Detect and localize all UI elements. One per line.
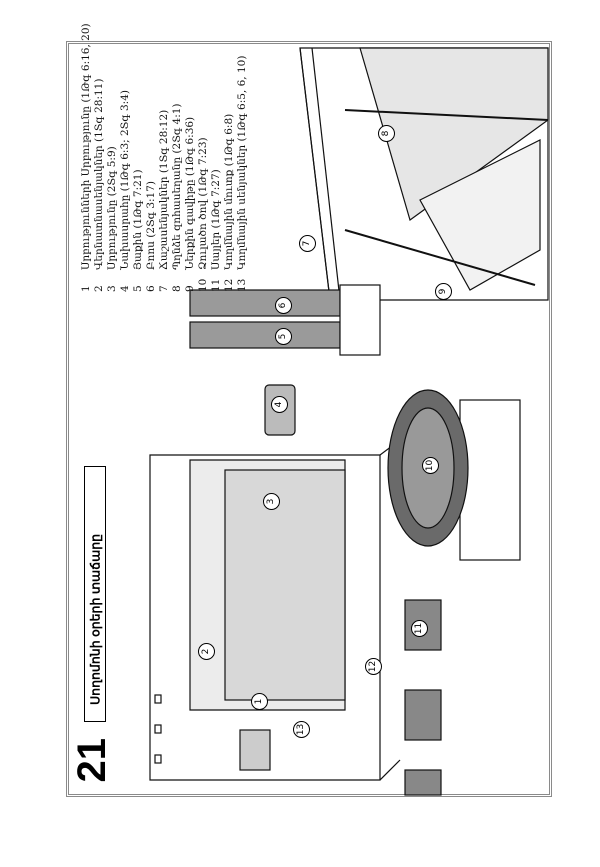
legend-item: 11Սայլեր (1Թգ 7:27) [210, 169, 222, 292]
legend-item: 9Ներքին գավիթը (1Թգ 6:36) [184, 116, 196, 292]
legend-item: 13Կողմնային սենյակներ (1Թգ 6:5, 6, 10) [236, 55, 248, 292]
marker-2: 2 [198, 643, 215, 660]
page-title: Սողոմոնի օրերի տաճարը [84, 466, 106, 722]
marker-6: 6 [275, 297, 292, 314]
legend-item: 3Սրբությունը (2Տգ 5:9) [106, 146, 118, 292]
marker-4: 4 [271, 396, 288, 413]
legend-item: 5Յաքին (1Թգ 7:21) [132, 169, 144, 292]
legend-item: 7Ճաշասենյակներ (1Տգ 28:12) [158, 109, 170, 292]
marker-7: 7 [299, 235, 316, 252]
altar-ramp [299, 47, 549, 301]
marker-12: 12 [365, 658, 382, 675]
marker-10: 10 [422, 457, 439, 474]
legend: 1Սրբությունների Սրբությունը (1Թգ 6:16, 2… [80, 23, 249, 292]
marker-8: 8 [378, 125, 395, 142]
legend-item: 10Ձուլածո ծով (1Թգ 7:23) [197, 137, 209, 292]
legend-item: 12Կողմնային մուտք (1Թգ 6:8) [223, 113, 235, 292]
molten-sea [387, 389, 521, 561]
marker-3: 3 [263, 493, 280, 510]
marker-13: 13 [293, 721, 310, 738]
marker-11: 11 [411, 620, 428, 637]
marker-9: 9 [435, 283, 452, 300]
legend-item: 8Պղնձե զոհասեղանը (2Տգ 4:1) [171, 103, 183, 292]
legend-item: 2Վերնատնասենյակներ (1Տգ 28:11) [93, 78, 105, 292]
page-number: 21 [70, 738, 114, 783]
pillars [189, 284, 381, 356]
temple-building [149, 384, 401, 781]
legend-item: 6Բոոս (2Տգ 3:17) [145, 180, 157, 292]
legend-item: 4Նախասրահը (1Թգ 6:3; 2Տգ 3:4) [119, 90, 131, 292]
marker-5: 5 [275, 328, 292, 345]
page-frame [66, 41, 552, 797]
legend-item: 1Սրբությունների Սրբությունը (1Թգ 6:16, 2… [80, 23, 92, 292]
marker-1: 1 [251, 693, 268, 710]
